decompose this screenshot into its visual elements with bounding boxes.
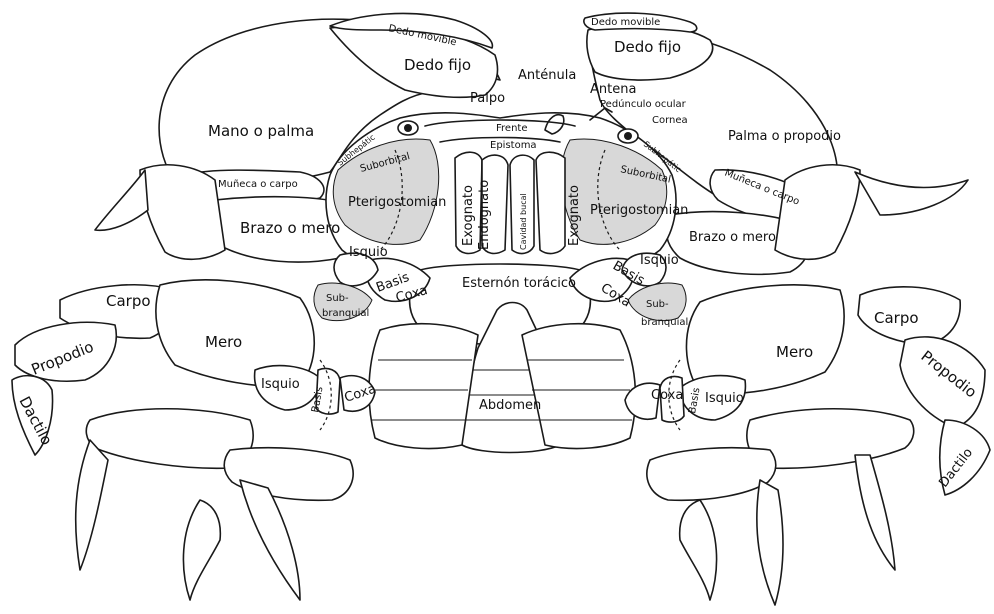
label-palma-propodio: Palma o propodio (728, 129, 841, 144)
label-muneca-carpo-left: Muñeca o carpo (218, 179, 298, 190)
label-antenula: Anténula (518, 68, 576, 83)
left-leg1-dactyl (95, 170, 148, 230)
label-sub-right: Sub- (646, 299, 669, 310)
label-mero-right: Mero (776, 343, 813, 361)
label-cornea: Cornea (652, 115, 688, 126)
label-palpo: Palpo (470, 91, 505, 106)
right-leg4-merus (647, 448, 776, 501)
right-leg1-merus (775, 165, 860, 259)
label-antena: Antena (590, 82, 636, 97)
label-carpo-left: Carpo (106, 292, 151, 310)
label-branquial-left: branquial (322, 308, 369, 319)
label-esternon: Esternón torácico (462, 276, 576, 291)
label-frente: Frente (496, 123, 527, 134)
label-mero-left: Mero (205, 333, 242, 351)
label-branquial-right: branquial (641, 317, 688, 328)
label-mano-palma: Mano o palma (208, 122, 314, 140)
label-isquio-right-upper: Isquio (640, 253, 679, 268)
label-dedo-fijo-right: Dedo fijo (614, 38, 681, 56)
label-peduncolo-ocular: Pedúnculo ocular (600, 98, 687, 110)
label-brazo-mero-right: Brazo o mero (689, 230, 776, 245)
right-leg4-dactyl (757, 480, 783, 605)
label-brazo-mero-left: Brazo o mero (240, 219, 340, 237)
label-carpo-right: Carpo (874, 309, 919, 327)
label-pterigostomian-left: Pterigostomian (348, 195, 446, 210)
left-cornea (404, 124, 412, 132)
right-leg3-dactyl (855, 455, 895, 570)
right-exognath (536, 152, 565, 253)
label-isquio-left-upper: Isquio (349, 245, 388, 260)
label-abdomen: Abdomen (479, 398, 541, 413)
label-dedo-fijo-left: Dedo fijo (404, 56, 471, 74)
label-sub-left: Sub- (326, 293, 349, 304)
label-dedo-movible-right: Dedo movible (591, 17, 660, 28)
left-leg1-merus (140, 165, 225, 259)
right-leg1-dactyl (855, 172, 968, 215)
label-epistoma: Epistoma (490, 140, 537, 151)
label-endognato: Endognato (477, 180, 492, 250)
left-leg3-dactyl (76, 440, 108, 570)
label-exognato-left: Exognato (461, 185, 476, 246)
label-pterigostomian-right: Pterigostomian (590, 203, 688, 218)
left-sternal-plates (369, 324, 478, 449)
right-leg4-segment (680, 500, 717, 600)
label-exognato-right: Exognato (567, 185, 582, 246)
label-isquio-right-lower: Isquio (705, 391, 744, 406)
label-cavidad-bucal: Cavidad bucal (519, 193, 528, 250)
right-cornea (624, 132, 632, 140)
label-isquio-left-lower: Isquio (261, 377, 300, 392)
left-leg4-segment (183, 500, 220, 600)
label-coxa-right-lower: Coxa (651, 388, 683, 403)
